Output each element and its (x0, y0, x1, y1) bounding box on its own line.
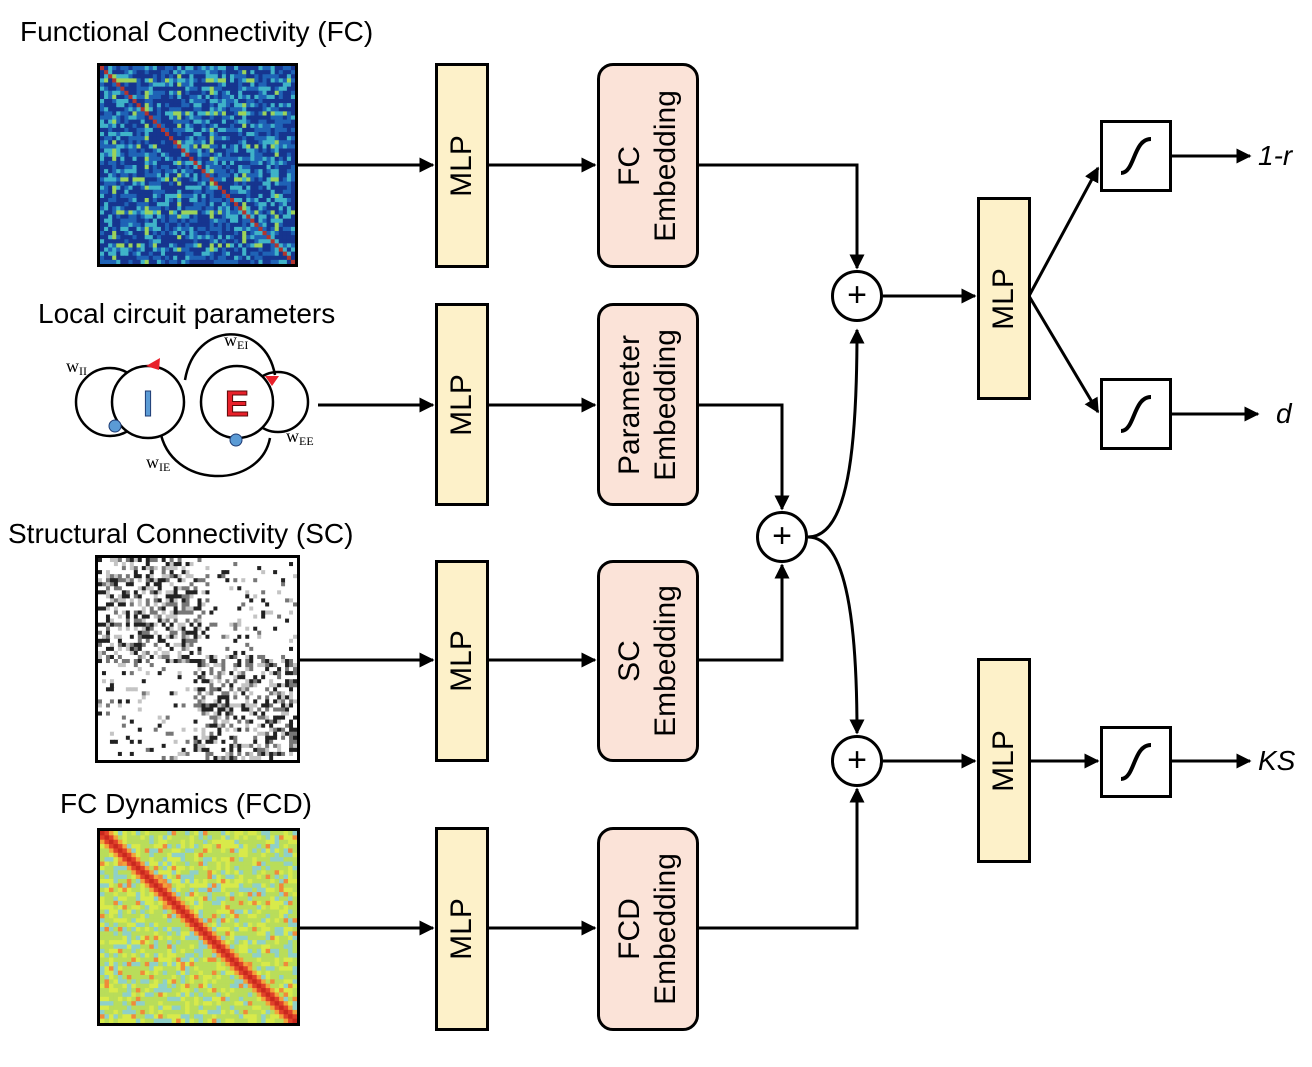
mlp-fcd: MLP (435, 827, 489, 1031)
mlp-fc-label: MLP (445, 134, 478, 197)
fcd-matrix-heatmap (100, 831, 297, 1023)
mlp-fcd-label: MLP (445, 898, 478, 960)
excitatory-marker-ee (265, 376, 279, 386)
connection-arc-ei (183, 333, 277, 381)
sc-matrix-image (95, 555, 300, 763)
mlp-sc: MLP (435, 560, 489, 762)
arrow-sc-embedding-to-sum-mid (699, 563, 790, 662)
weight-label-w-ie: wIE (146, 452, 170, 474)
fc-matrix-image (97, 63, 298, 267)
sigmoid-box-bottom (1100, 726, 1172, 798)
sc-title: Structural Connectivity (SC) (8, 518, 354, 549)
fc-matrix-heatmap (100, 66, 295, 264)
output-1-r: 1-r (1258, 140, 1293, 171)
mlp-head-bottom-label: MLP (987, 729, 1020, 792)
sigmoid-box-middle (1100, 378, 1172, 450)
sigmoid-icon (1120, 395, 1152, 433)
arrow-mlp-to-sigmoid-mid (1027, 295, 1100, 414)
mlp-fc: MLP (435, 63, 489, 268)
sigmoid-icon (1120, 137, 1152, 175)
sum-node-middle: + (756, 511, 808, 563)
node-i-label: I (143, 383, 153, 424)
local-circuit-diagram: I E wII wEI wIE wEE (66, 330, 314, 478)
mlp-params-label: MLP (445, 373, 478, 436)
params-title: Local circuit parameters (38, 298, 336, 329)
sigmoid-box-top (1100, 120, 1172, 192)
fcd-title: FC Dynamics (FCD) (60, 788, 312, 819)
sum-node-bottom: + (831, 735, 883, 787)
output-ks: KS (1258, 745, 1296, 776)
mlp-head-bottom: MLP (977, 658, 1031, 863)
inhibitory-marker-ii (108, 419, 122, 433)
arrow-fcd-embedding-to-sum-bottom (699, 787, 865, 930)
fc-title: Functional Connectivity (FC) (20, 16, 374, 47)
node-e-label: E (225, 383, 249, 424)
weight-label-w-ii: wII (66, 356, 87, 378)
sum-node-top: + (831, 270, 883, 322)
excitatory-marker-ei (146, 358, 160, 370)
mlp-sc-label: MLP (445, 630, 478, 692)
arrow-fc-embedding-to-sum-top (699, 163, 865, 270)
arrow-param-embedding-to-sum-mid (699, 403, 790, 511)
sigmoid-icon (1120, 743, 1152, 781)
weight-label-w-ee: wEE (286, 426, 314, 448)
arrow-sum-mid-to-sum-top (807, 328, 865, 539)
sc-matrix-heatmap (98, 558, 297, 760)
mlp-head-top: MLP (977, 197, 1031, 400)
arrow-mlp-to-sigmoid-top (1027, 166, 1100, 297)
fcd-matrix-image (97, 828, 300, 1026)
connection-arc-ie (158, 429, 272, 478)
arrow-sum-mid-to-sum-bottom (807, 535, 865, 735)
inhibitory-marker-ie (229, 433, 243, 447)
mlp-head-top-label: MLP (987, 267, 1020, 330)
mlp-params: MLP (435, 303, 489, 506)
output-d: d (1276, 398, 1292, 429)
weight-label-w-ei: wEI (224, 330, 248, 352)
